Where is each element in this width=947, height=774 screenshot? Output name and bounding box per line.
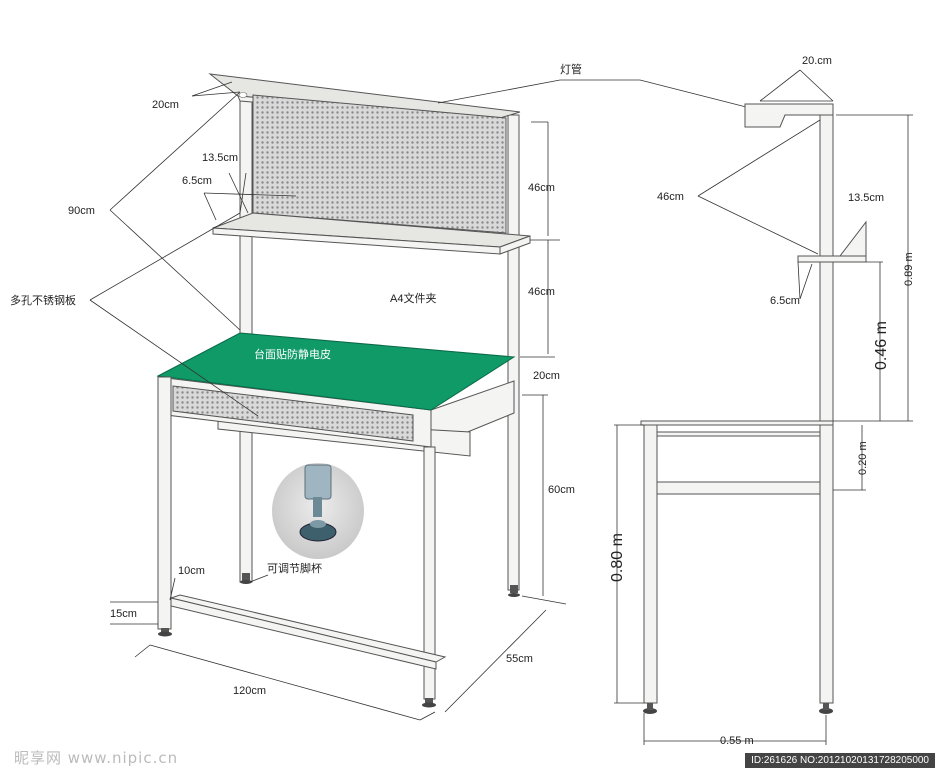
label-46-lower: 46cm xyxy=(528,286,555,298)
label-side-0-89: 0.89 m xyxy=(903,252,915,286)
label-top-20: 20cm xyxy=(152,99,179,111)
side-stretcher xyxy=(656,481,821,495)
watermark-left: 昵享网 www.nipic.cn xyxy=(14,749,179,767)
label-side-0-80: 0.80 m xyxy=(609,533,626,582)
foot-cup xyxy=(240,580,252,584)
label-side-0-46: 0.46 m xyxy=(873,321,890,370)
side-shelf xyxy=(797,255,867,263)
perforated-back-panel xyxy=(252,94,507,234)
anti-static-tabletop xyxy=(156,332,516,411)
label-side-0-20: 0.20 m xyxy=(857,441,869,475)
foot-cup xyxy=(422,702,436,708)
label-perforated-plate: 多孔不锈钢板 xyxy=(10,293,76,307)
foot-cup xyxy=(643,708,657,714)
label-side-46: 46cm xyxy=(657,191,684,203)
foot-cup xyxy=(508,593,520,597)
side-front-leg xyxy=(643,424,658,704)
lamp-tube xyxy=(238,92,248,98)
side-view: 20.cm xyxy=(609,55,915,747)
foot-cup xyxy=(819,708,833,714)
label-side-0-55: 0.55 m xyxy=(720,735,754,747)
label-13-5: 13.5cm xyxy=(202,152,238,164)
watermark-bar: 昵享网 www.nipic.cn ID:261626 NO:2012102013… xyxy=(0,746,947,774)
label-adjustable-foot: 可调节脚杯 xyxy=(267,561,322,575)
label-60: 60cm xyxy=(548,484,575,496)
front-view: 灯管 20cm 13.5cm 6.5cm 90cm 多孔不锈钢板 A4文件夹 4… xyxy=(10,62,759,721)
label-120: 120cm xyxy=(233,685,266,697)
front-left-leg xyxy=(157,376,172,630)
label-6-5: 6.5cm xyxy=(182,175,212,187)
front-mesh-panel xyxy=(172,385,414,442)
label-10: 10cm xyxy=(178,565,205,577)
leader-lines xyxy=(89,81,567,721)
foot-cup xyxy=(158,631,172,637)
label-55: 55cm xyxy=(506,653,533,665)
label-side-6-5: 6.5cm xyxy=(770,295,800,307)
label-lamp-tube: 灯管 xyxy=(560,62,582,76)
label-20-right: 20cm xyxy=(533,370,560,382)
bottom-stretcher xyxy=(170,597,437,670)
label-90: 90cm xyxy=(68,205,95,217)
label-side-13-5: 13.5cm xyxy=(848,192,884,204)
watermark-id: ID:261626 NO:20121020131728205000 xyxy=(745,753,935,768)
label-46-upper: 46cm xyxy=(528,182,555,194)
label-anti-static: 台面贴防静电皮 xyxy=(254,347,331,361)
side-rear-post xyxy=(819,114,834,704)
side-lamp-housing xyxy=(744,103,834,128)
label-a4-folder: A4文件夹 xyxy=(390,291,436,305)
side-tabletop xyxy=(640,420,834,426)
label-side-top-20: 20.cm xyxy=(802,55,832,67)
rear-right-upright xyxy=(507,114,520,591)
label-15: 15cm xyxy=(110,608,137,620)
